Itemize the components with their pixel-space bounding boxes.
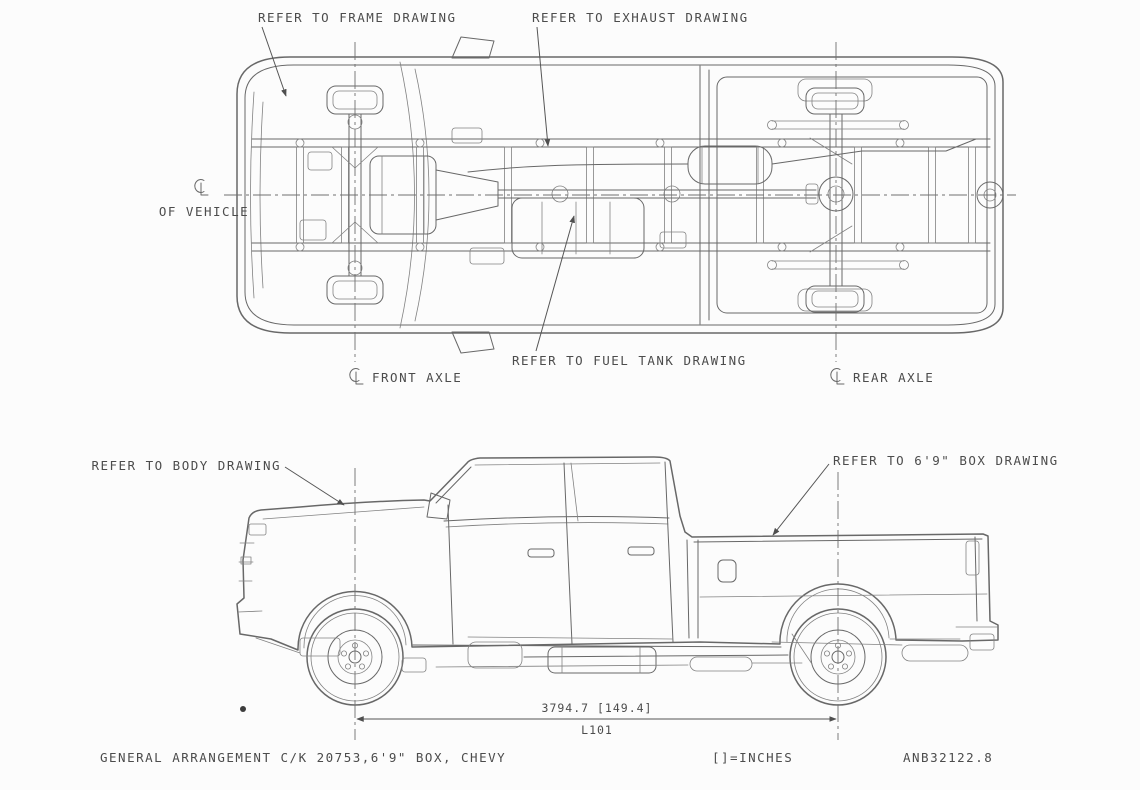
mirror-bottom [451, 331, 495, 354]
tailpipe [771, 138, 977, 165]
fuel-tank-side [547, 646, 657, 674]
headlamp [248, 523, 267, 536]
dimension-value: 3794.7 [149.4] [542, 701, 653, 715]
driveline [299, 127, 819, 265]
callout-exhaust-leader [536, 26, 551, 147]
units-note: []=INCHES [712, 750, 793, 765]
side-mirror [426, 492, 451, 520]
dimension-code: L101 [581, 723, 613, 737]
callout-exhaust-label: REFER TO EXHAUST DRAWING [532, 10, 749, 25]
spare-tire-side [901, 644, 969, 662]
fuel-filler-door [717, 559, 737, 583]
fuel-tank [511, 197, 645, 259]
side-centerlines [354, 468, 839, 740]
centerline-icon [830, 368, 845, 385]
centerline-icon [349, 368, 364, 385]
hitch [969, 633, 995, 651]
drawing-number: ANB32122.8 [903, 750, 993, 765]
exhaust-system [467, 138, 977, 185]
front-door-handle [527, 548, 555, 558]
rear-axle-label: REAR AXLE [853, 370, 934, 385]
callout-frame-leader [261, 26, 287, 97]
muffler [687, 145, 773, 185]
rear-door-handle [627, 546, 655, 556]
plan-callouts: REFER TO FRAME DRAWING REFER TO EXHAUST … [159, 10, 934, 385]
front-axle-assembly [326, 85, 384, 305]
callout-box-label: REFER TO 6'9" BOX DRAWING [833, 453, 1059, 468]
rear-axle-assembly [767, 87, 1004, 313]
transmission [435, 169, 499, 221]
plan-view: REFER TO FRAME DRAWING REFER TO EXHAUST … [159, 10, 1016, 385]
grille-emblem [240, 556, 252, 565]
mirror-top [451, 36, 495, 59]
callout-fuel-tank-label: REFER TO FUEL TANK DRAWING [512, 353, 747, 368]
callout-frame-label: REFER TO FRAME DRAWING [258, 10, 457, 25]
wheelbase-dimension: 3794.7 [149.4] L101 [356, 701, 837, 737]
reference-dot [240, 706, 246, 712]
centerline-icon [194, 179, 209, 196]
front-axle-label: FRONT AXLE [372, 370, 462, 385]
of-vehicle-label: OF VEHICLE [159, 204, 249, 219]
underbody-detail [240, 633, 995, 712]
callout-body-leader [284, 466, 345, 506]
plan-centerlines [224, 42, 1016, 362]
muffler-side [689, 656, 753, 672]
drawing-title: GENERAL ARRANGEMENT C/K 20753,6'9" BOX, … [100, 750, 506, 765]
footer: GENERAL ARRANGEMENT C/K 20753,6'9" BOX, … [100, 750, 993, 765]
callout-body-label: REFER TO BODY DRAWING [91, 458, 281, 473]
callout-fuel-tank-leader [535, 215, 575, 352]
callout-box-leader [772, 463, 830, 536]
tail-lamp [965, 540, 980, 576]
side-callouts: REFER TO BODY DRAWING REFER TO 6'9" BOX … [91, 453, 1059, 536]
truck-profile [236, 456, 999, 651]
side-view: REFER TO BODY DRAWING REFER TO 6'9" BOX … [91, 453, 1059, 740]
